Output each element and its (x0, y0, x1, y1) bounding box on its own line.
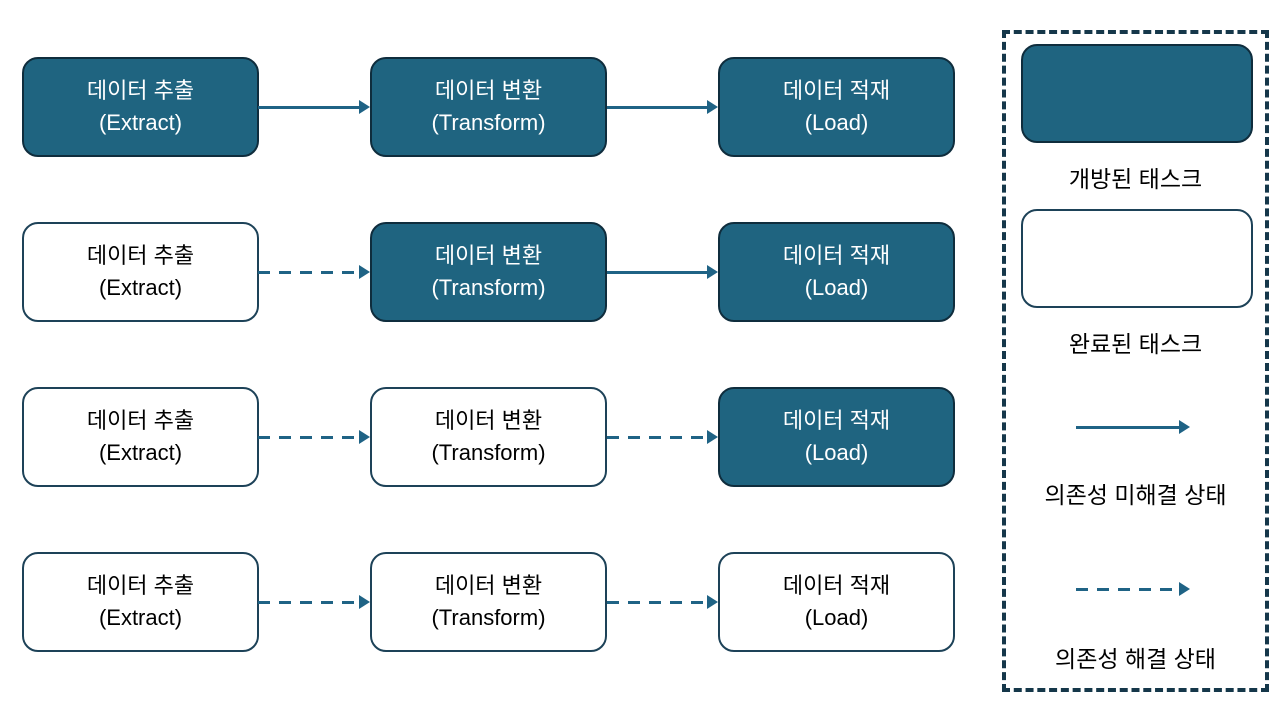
task-label-ko: 데이터 추출 (86, 78, 195, 103)
legend-solid-arrow (1076, 419, 1190, 435)
arrow-line (1076, 587, 1181, 591)
legend-dashed-arrow (1076, 581, 1190, 597)
task-label-ko: 데이터 적재 (782, 573, 891, 598)
arrow-transform-load-row3 (607, 429, 718, 445)
task-box-load-row1: 데이터 적재 (Load) (718, 57, 955, 157)
task-label-en: (Transform) (431, 275, 546, 300)
task-label-en: (Extract) (98, 110, 183, 135)
task-label-ko: 데이터 적재 (782, 78, 891, 103)
arrow-extract-transform-row2 (258, 264, 370, 280)
task-label-en: (Extract) (98, 605, 183, 630)
task-label-en: (Load) (804, 605, 869, 630)
arrowhead-icon (359, 265, 370, 279)
task-label-ko: 데이터 변환 (434, 408, 543, 433)
arrowhead-icon (707, 595, 718, 609)
task-box-transform-row4: 데이터 변환 (Transform) (370, 552, 607, 652)
task-box-transform-row1: 데이터 변환 (Transform) (370, 57, 607, 157)
legend-panel: 개방된 태스크 완료된 태스크 의존성 미해결 상태 의존성 해결 상태 (1002, 30, 1269, 692)
task-label-en: (Load) (804, 110, 869, 135)
task-label-en: (Load) (804, 440, 869, 465)
arrow-line (1076, 425, 1181, 429)
task-label-en: (Transform) (431, 605, 546, 630)
arrow-transform-load-row1 (607, 99, 718, 115)
legend-done-task-swatch (1021, 209, 1253, 308)
task-box-extract-row3: 데이터 추출 (Extract) (22, 387, 259, 487)
task-label-ko: 데이터 변환 (434, 78, 543, 103)
task-label-ko: 데이터 추출 (86, 573, 195, 598)
task-box-extract-row1: 데이터 추출 (Extract) (22, 57, 259, 157)
task-box-load-row3: 데이터 적재 (Load) (718, 387, 955, 487)
legend-dashed-arrow-label: 의존성 해결 상태 (1055, 646, 1216, 672)
arrow-line (258, 435, 361, 439)
legend-open-task-swatch (1021, 44, 1253, 143)
task-label-en: (Extract) (98, 275, 183, 300)
arrow-extract-transform-row1 (258, 99, 370, 115)
arrow-line (607, 600, 709, 604)
legend-done-task-label: 완료된 태스크 (1068, 331, 1203, 357)
arrowhead-icon (1179, 420, 1190, 434)
arrowhead-icon (359, 100, 370, 114)
task-label-en: (Extract) (98, 440, 183, 465)
task-label-en: (Transform) (431, 440, 546, 465)
legend-open-task-label: 개방된 태스크 (1068, 166, 1203, 192)
task-box-load-row4: 데이터 적재 (Load) (718, 552, 955, 652)
arrowhead-icon (707, 265, 718, 279)
arrow-line (607, 270, 709, 274)
arrow-line (258, 600, 361, 604)
task-box-transform-row2: 데이터 변환 (Transform) (370, 222, 607, 322)
arrow-extract-transform-row3 (258, 429, 370, 445)
arrow-line (607, 435, 709, 439)
task-box-load-row2: 데이터 적재 (Load) (718, 222, 955, 322)
task-label-ko: 데이터 변환 (434, 243, 543, 268)
task-label-en: (Load) (804, 275, 869, 300)
task-label-ko: 데이터 추출 (86, 408, 195, 433)
arrow-extract-transform-row4 (258, 594, 370, 610)
task-box-extract-row4: 데이터 추출 (Extract) (22, 552, 259, 652)
legend-solid-arrow-label: 의존성 미해결 상태 (1044, 482, 1227, 508)
arrow-line (258, 105, 361, 109)
arrow-transform-load-row2 (607, 264, 718, 280)
task-box-extract-row2: 데이터 추출 (Extract) (22, 222, 259, 322)
task-label-en: (Transform) (431, 110, 546, 135)
arrow-transform-load-row4 (607, 594, 718, 610)
task-label-ko: 데이터 추출 (86, 243, 195, 268)
arrow-line (258, 270, 361, 274)
task-box-transform-row3: 데이터 변환 (Transform) (370, 387, 607, 487)
arrowhead-icon (707, 430, 718, 444)
arrow-line (607, 105, 709, 109)
arrowhead-icon (1179, 582, 1190, 596)
task-label-ko: 데이터 변환 (434, 573, 543, 598)
task-label-ko: 데이터 적재 (782, 243, 891, 268)
arrowhead-icon (707, 100, 718, 114)
arrowhead-icon (359, 430, 370, 444)
task-label-ko: 데이터 적재 (782, 408, 891, 433)
arrowhead-icon (359, 595, 370, 609)
